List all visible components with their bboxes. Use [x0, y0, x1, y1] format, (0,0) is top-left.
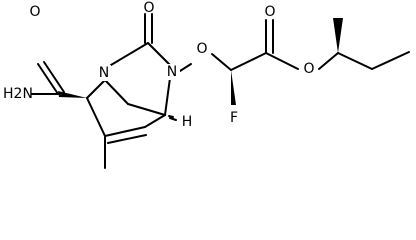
atom-o-ester: O: [303, 61, 314, 77]
bond-sec-ch2: [337, 52, 373, 70]
bond-bridge-c3: [127, 103, 166, 116]
bond-c4-c5: [104, 126, 146, 137]
atom-o-ring-carbonyl: O: [143, 0, 154, 16]
bond-c5-bridgehead: [144, 114, 166, 128]
bond-c4-c5-double: [107, 134, 147, 144]
atom-amide-n: H2N: [3, 86, 33, 102]
chemical-structure: O O N N O O H F O H2N: [3, 0, 410, 169]
fluoro-wedge: [231, 70, 236, 105]
bond-c-nring: [147, 42, 171, 66]
bond-nbridge-c1: [86, 79, 106, 99]
bond-c-estercarbon: [230, 52, 267, 71]
atom-n-bridge: N: [99, 65, 109, 81]
amide-c-o-bond: [37, 63, 59, 95]
label-bg-nbridge: [97, 65, 111, 81]
bond-ch2-ch3: [371, 51, 410, 70]
bond-oether-c: [211, 53, 232, 71]
amide-c-o-double: [43, 61, 65, 93]
amide-wedge: [58, 91, 87, 98]
atom-labels: O O N N O O H F O H2N: [3, 0, 314, 130]
bond-nbridge-c2: [104, 79, 129, 105]
atom-f: F: [230, 110, 238, 126]
bridgehead-hash: [168, 115, 177, 121]
hash-1: [168, 115, 174, 118]
methyl-wedge: [333, 18, 343, 53]
bonds: [31, 13, 410, 169]
bond-nring-oether: [179, 63, 192, 72]
atom-o-amide: O: [29, 4, 40, 20]
atom-n-ring: N: [167, 64, 177, 80]
bond-estercarbon-o: [265, 52, 299, 70]
bond-o-secbutyl: [318, 52, 339, 70]
atom-o-ester-carbonyl: O: [264, 4, 275, 20]
atom-o-ether: O: [196, 41, 207, 57]
atom-h-bridgehead: H: [182, 114, 193, 130]
hash-2: [169, 117, 177, 121]
label-bg-nring: [164, 64, 180, 80]
bond-c1-c4: [86, 97, 106, 137]
bond-nring-bridgehead: [164, 77, 171, 116]
bond-c-nbridge: [110, 42, 149, 66]
